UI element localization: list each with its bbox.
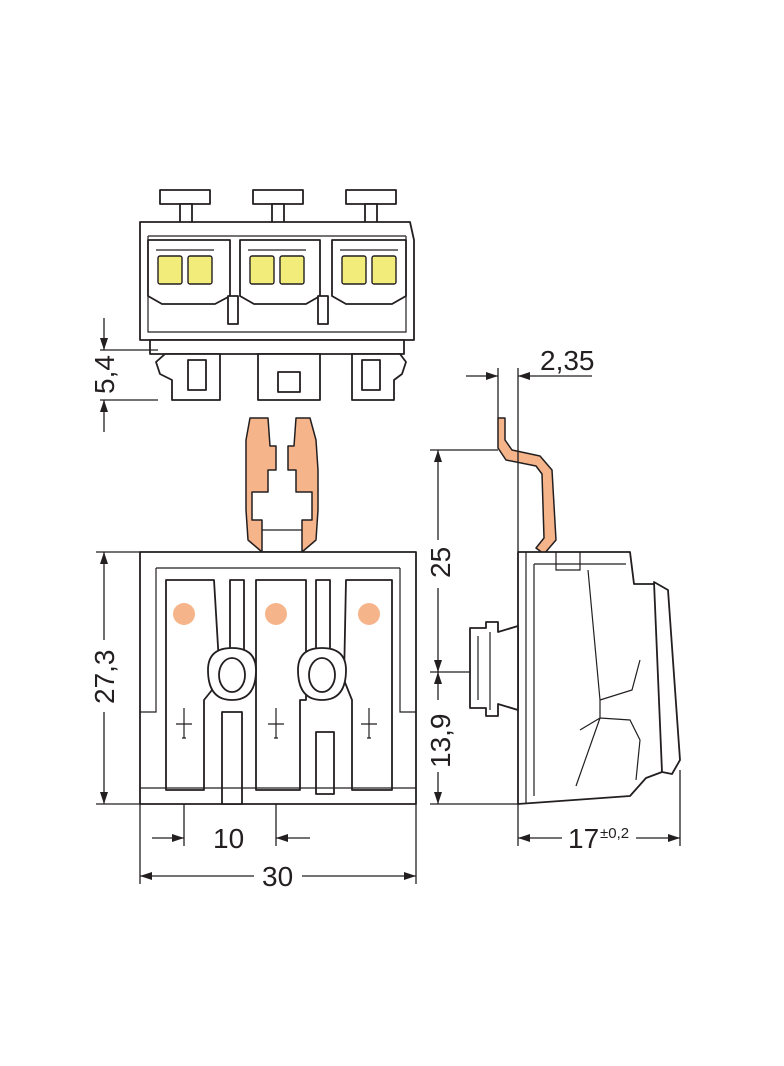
test-slot-marks: [176, 708, 377, 739]
dimension-30: 30: [139, 804, 417, 892]
dimension-5-4: 5,4: [89, 318, 158, 432]
dimension-13-9: 13,9: [425, 672, 518, 805]
release-button: [341, 255, 367, 285]
dim-housing-height: 27,3: [89, 650, 120, 705]
side-plug: [469, 621, 519, 717]
release-button: [249, 255, 275, 285]
front-housing-view: [139, 551, 417, 805]
side-housing-view: [469, 417, 681, 805]
release-button: [187, 255, 213, 285]
contact-pin: [245, 417, 319, 553]
contact-marker: [173, 603, 195, 625]
keyhole-slots: [207, 647, 347, 701]
dimension-27-3: 27,3: [89, 551, 140, 805]
contact-marker: [265, 603, 287, 625]
snap-latches: [155, 353, 407, 401]
dim-width: 30: [262, 861, 293, 892]
dim-top-clip-height: 5,4: [89, 355, 120, 394]
contact-chambers: [165, 579, 393, 805]
dim-depth: 17: [568, 823, 599, 854]
dimension-2-35: 2,35: [466, 345, 595, 552]
dim-pin-thickness: 2,35: [540, 345, 595, 376]
dim-pitch: 10: [213, 823, 244, 854]
release-button-set: [156, 249, 398, 285]
release-button: [279, 255, 305, 285]
dimension-25: 25: [425, 449, 498, 673]
dim-lower-height: 13,9: [425, 714, 456, 769]
top-connector-view: [139, 189, 415, 401]
contact-marker: [358, 603, 380, 625]
dim-depth-tolerance: ±0,2: [600, 825, 629, 842]
dimension-17: 17 ±0,2: [517, 770, 681, 854]
dimension-10: 10: [152, 804, 310, 854]
dim-pin-height: 25: [425, 547, 456, 578]
release-button: [371, 255, 397, 285]
contact-pin-side: [497, 417, 557, 555]
release-button: [157, 255, 183, 285]
